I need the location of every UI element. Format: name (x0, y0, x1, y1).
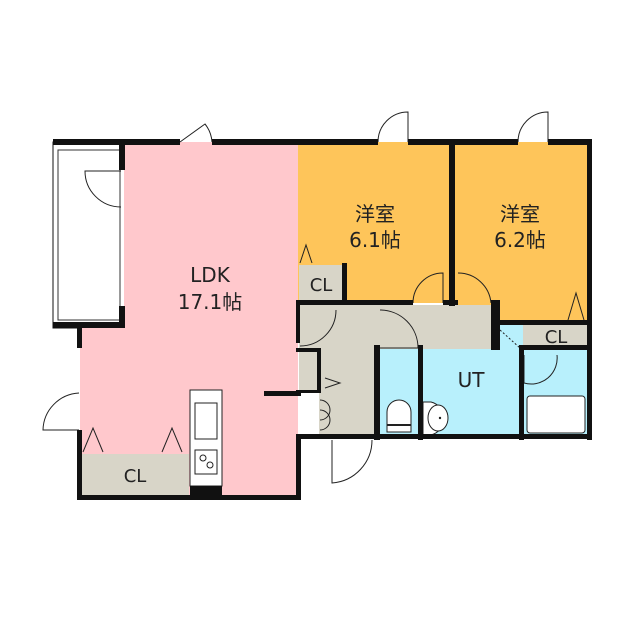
closet-ldk (82, 454, 189, 496)
svg-text:17.1帖: 17.1帖 (178, 290, 243, 314)
stove-icon (194, 449, 218, 475)
room1-size: 6.1帖 (349, 228, 401, 252)
ldk-label: LDK (190, 263, 231, 287)
sink-icon (194, 402, 218, 440)
door-swings (42, 111, 585, 484)
toilet-icon (386, 399, 412, 433)
closet-room-2 (523, 324, 589, 348)
closet-room2-label: CL (545, 327, 568, 348)
ut-label: UT (458, 368, 486, 392)
svg-text:CL: CL (124, 466, 147, 487)
svg-text:6.2帖: 6.2帖 (494, 228, 546, 252)
ldk-area (80, 142, 298, 497)
svg-text:6.1帖: 6.1帖 (349, 228, 401, 252)
balcony (52, 141, 126, 329)
closet-room1-label: CL (310, 275, 333, 296)
room2-label: 洋室 (500, 202, 540, 226)
ldk-size: 17.1帖 (178, 290, 243, 314)
walls (53, 139, 592, 500)
svg-text:洋室: 洋室 (355, 202, 395, 226)
bathtub-icon (526, 395, 586, 434)
entrance (299, 392, 319, 435)
room2-size: 6.2帖 (494, 228, 546, 252)
washbasin-icon (422, 401, 449, 436)
closet-ldk-label: CL (124, 466, 147, 487)
closet-room-1 (299, 265, 345, 303)
western-room-2 (452, 142, 590, 323)
svg-text:UT: UT (458, 368, 486, 392)
svg-text:CL: CL (545, 327, 568, 348)
svg-text:CL: CL (310, 275, 333, 296)
room1-label: 洋室 (355, 202, 395, 226)
hallway (299, 305, 497, 349)
svg-text:洋室: 洋室 (500, 202, 540, 226)
svg-text:LDK: LDK (190, 263, 231, 287)
